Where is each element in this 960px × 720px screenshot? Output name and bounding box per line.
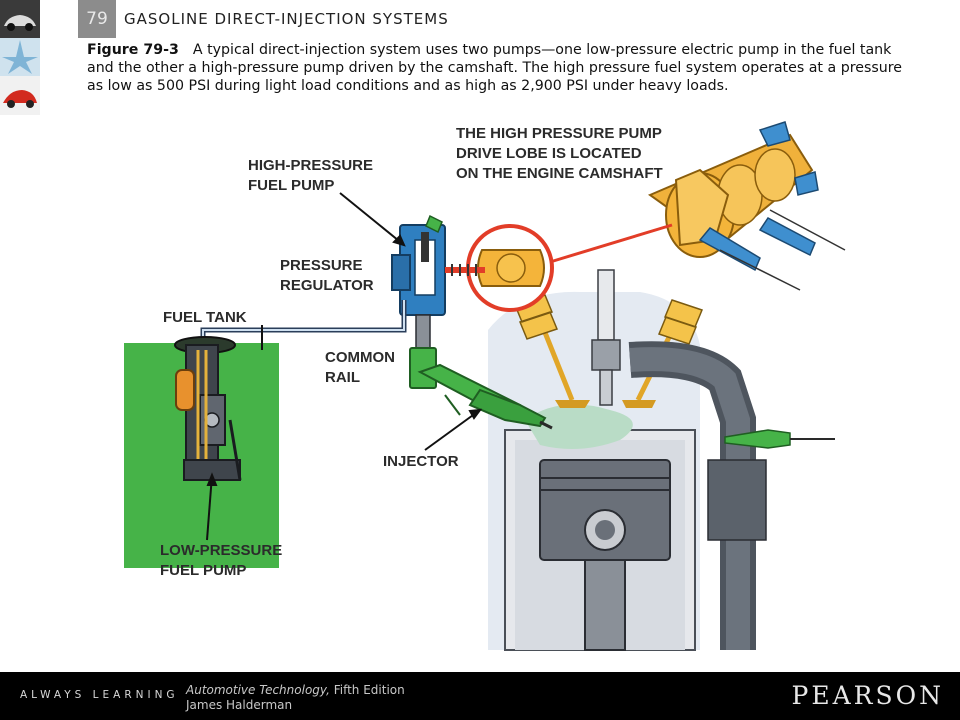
fuel-tank-label: FUEL TANK [163, 309, 247, 326]
direct-injection-diagram: THE HIGH PRESSURE PUMP DRIVE LOBE IS LOC… [124, 121, 846, 651]
common-rail-label-line1: COMMON [325, 349, 395, 366]
red-car-thumbnail-icon [0, 76, 40, 115]
lp-pump-label-line2: FUEL PUMP [160, 562, 246, 579]
fuel-injector [444, 388, 553, 430]
diagram-labels: THE HIGH PRESSURE PUMP DRIVE LOBE IS LOC… [160, 125, 663, 579]
regulator-label-line1: PRESSURE [280, 257, 363, 274]
footer-bar: ALWAYS LEARNING Automotive Technology, F… [0, 672, 960, 720]
intake-valve [514, 294, 590, 408]
hp-pump-label-line1: HIGH-PRESSURE [248, 157, 373, 174]
fuel-tank [124, 336, 279, 568]
common-rail-label-line2: RAIL [325, 369, 360, 386]
camshaft [647, 121, 846, 291]
regulator-label-line2: REGULATOR [280, 277, 374, 294]
exhaust-pipe [628, 341, 835, 650]
cam-label-line3: ON THE ENGINE CAMSHAFT [456, 165, 663, 182]
crystal-thumbnail-icon [0, 38, 40, 76]
hp-pump-label-line2: FUEL PUMP [248, 177, 334, 194]
cam-label-line1: THE HIGH PRESSURE PUMP [456, 125, 662, 142]
figure-label: Figure 79-3 [87, 42, 179, 58]
cam-label-line2: DRIVE LOBE IS LOCATED [456, 145, 642, 162]
header-thumbnails [0, 0, 40, 115]
car-thumbnail-icon [0, 0, 40, 38]
injector-label: INJECTOR [383, 453, 459, 470]
chapter-title: GASOLINE DIRECT-INJECTION SYSTEMS [124, 10, 449, 28]
book-credit: Automotive Technology, Fifth Edition Jam… [186, 683, 405, 713]
cam-lobe-callout [466, 223, 673, 312]
book-author: James Halderman [186, 698, 293, 712]
publisher-logo: PEARSON [791, 681, 944, 710]
book-edition: Fifth Edition [329, 683, 405, 697]
caption-text: A typical direct-injection system uses t… [87, 42, 902, 94]
high-pressure-pump [391, 214, 485, 316]
book-title: Automotive Technology, [186, 683, 330, 697]
lp-pump-label-line1: LOW-PRESSURE [160, 542, 282, 559]
chapter-number-badge: 79 [78, 0, 116, 38]
leader-lines [206, 192, 483, 541]
spark-plug [591, 269, 621, 406]
footer-tagline: ALWAYS LEARNING [20, 689, 179, 701]
